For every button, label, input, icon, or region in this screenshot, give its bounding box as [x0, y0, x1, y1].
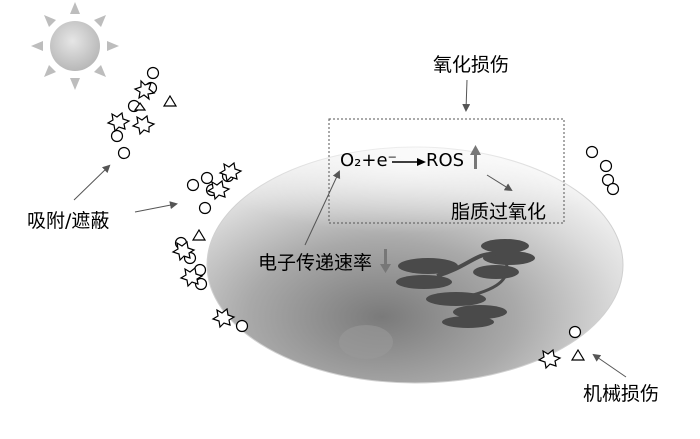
label-ros: ROS: [426, 150, 465, 171]
chloroplast-icon: [396, 239, 535, 328]
label-oxidative-damage: 氧化损伤: [433, 54, 510, 76]
adsorption-arrow-up: [73, 164, 111, 201]
adsorption-arrow-right: [134, 201, 178, 213]
mechanical-damage-arrow: [592, 353, 627, 378]
ros-increase-icon: [470, 145, 481, 169]
label-lipid-peroxidation: 脂质过氧化: [451, 201, 547, 223]
label-mechanical-damage: 机械损伤: [583, 383, 660, 405]
ros-to-lipid-arrow: [486, 174, 513, 192]
oxidative-damage-arrow: [462, 79, 471, 112]
label-reaction-lhs: O₂+e⁻: [340, 150, 398, 171]
electron-transfer-arrow: [304, 170, 341, 246]
label-adsorption-shading: 吸附/遮蔽: [27, 210, 110, 232]
rate-decrease-icon: [380, 249, 391, 273]
particle-triangles: [133, 94, 586, 361]
particle-spikes: [106, 79, 562, 370]
nucleus-spot: [339, 325, 393, 359]
oxidative-damage-box: [328, 118, 565, 224]
label-electron-transfer-rate: 电子传递速率: [258, 252, 373, 274]
sun-icon: [31, 2, 119, 90]
